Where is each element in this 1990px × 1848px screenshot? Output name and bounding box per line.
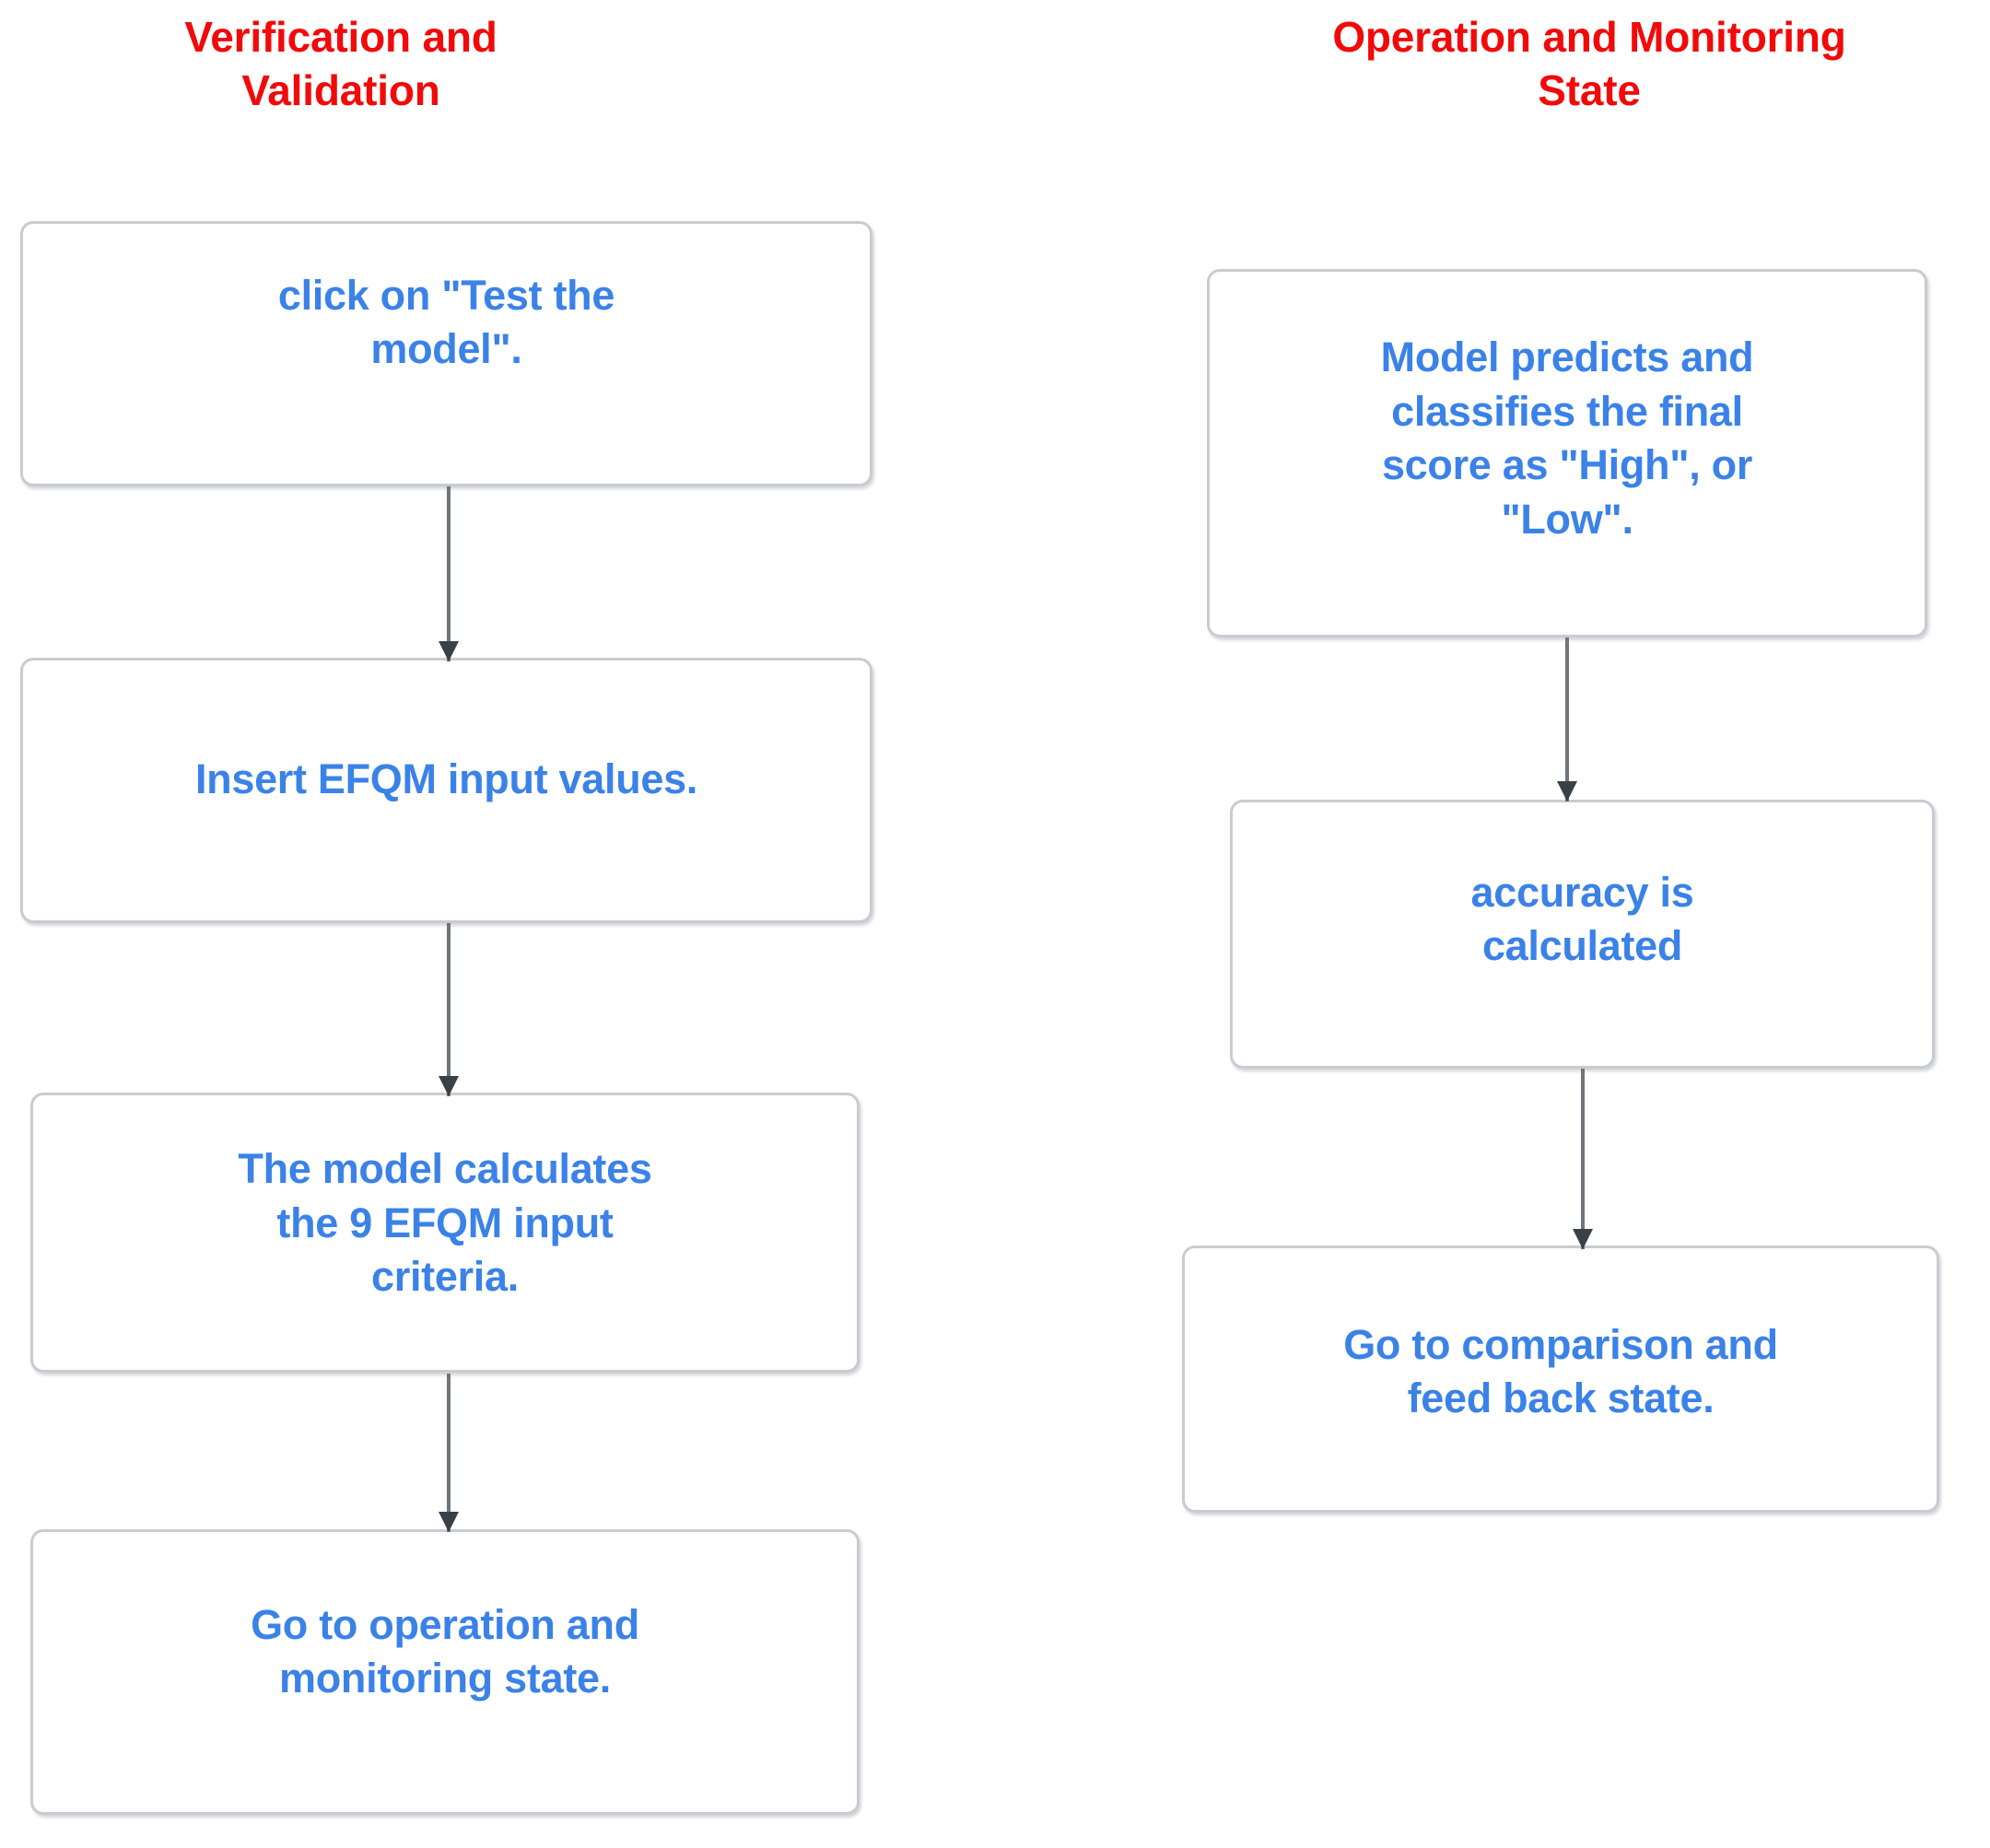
connector-line: [447, 486, 451, 661]
node-label: The model calculates the 9 EFQM input cr…: [238, 1145, 652, 1301]
arrowhead-icon: [1573, 1229, 1593, 1249]
node-label: accuracy is calculated: [1470, 868, 1694, 970]
connector-line: [1581, 1069, 1585, 1249]
node-accuracy-calculated[interactable]: accuracy is calculated: [1230, 800, 1935, 1069]
node-label: Insert EFQM input values.: [194, 754, 698, 802]
node-label: Go to operation and monitoring state.: [251, 1600, 639, 1702]
column-title-operation-monitoring: Operation and Monitoring State: [1332, 13, 1846, 114]
node-go-to-operation-monitoring[interactable]: Go to operation and monitoring state.: [30, 1529, 860, 1815]
connector-line: [447, 1374, 451, 1532]
connector-line: [1565, 637, 1569, 801]
arrowhead-icon: [439, 1512, 459, 1532]
column-title-verification-validation: Verification and Validation: [184, 13, 498, 114]
node-model-calculates-criteria[interactable]: The model calculates the 9 EFQM input cr…: [30, 1093, 860, 1373]
arrowhead-icon: [439, 641, 459, 661]
node-go-to-comparison-feedback[interactable]: Go to comparison and feed back state.: [1182, 1246, 1939, 1513]
node-label: click on "Test the model".: [277, 271, 615, 373]
node-label: Model predicts and classifies the final …: [1380, 333, 1754, 543]
node-label: Go to comparison and feed back state.: [1343, 1320, 1778, 1422]
node-click-test-model[interactable]: click on "Test the model".: [20, 221, 872, 486]
node-insert-efqm-input-values[interactable]: Insert EFQM input values.: [20, 658, 872, 923]
connector-line: [447, 923, 451, 1096]
arrowhead-icon: [439, 1076, 459, 1096]
node-model-predicts-classifies[interactable]: Model predicts and classifies the final …: [1207, 269, 1927, 637]
arrowhead-icon: [1557, 781, 1577, 801]
